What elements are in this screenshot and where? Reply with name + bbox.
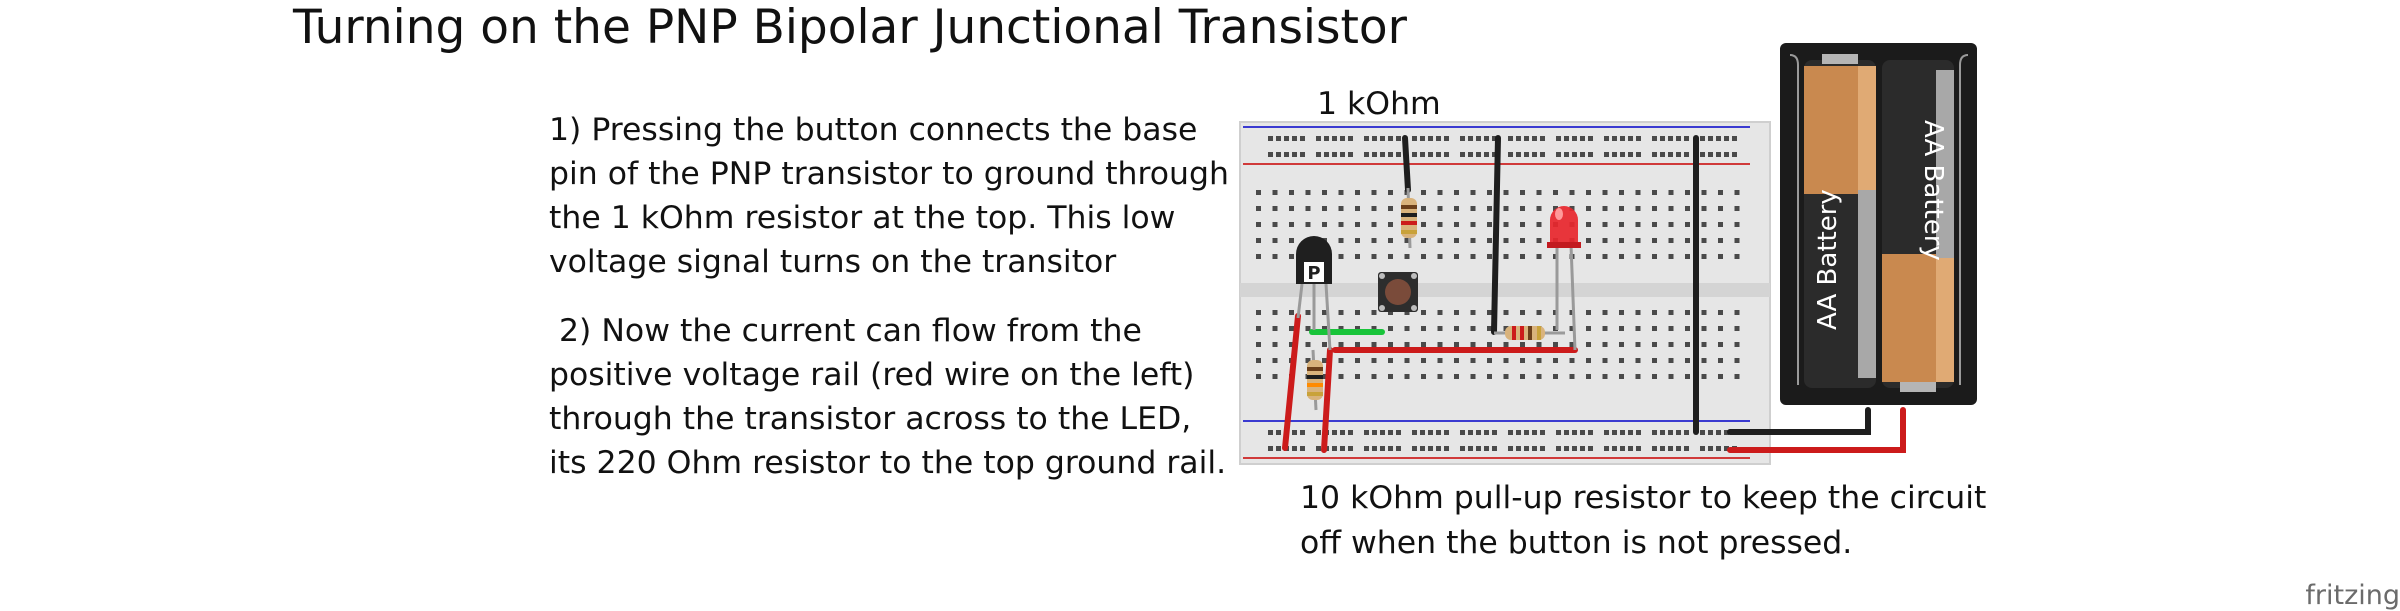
step-1-line: 1) Pressing the button connects the base	[549, 112, 1198, 148]
battery-holder: AA Battery AA Battery	[1780, 43, 1977, 405]
fritzing-watermark: fritzing	[2305, 580, 2400, 611]
step-2-text: 2) Now the current can flow from the pos…	[549, 309, 1226, 485]
pnp-transistor: P	[1296, 236, 1332, 351]
resistor-1k-lead-wire	[1402, 135, 1411, 193]
pullup-note-line: off when the button is not pressed.	[1300, 525, 1853, 561]
step-1-text: 1) Pressing the button connects the base…	[549, 108, 1229, 284]
resistor-10k-pullup	[1307, 349, 1323, 411]
wires	[1282, 135, 1906, 453]
battery-negative-wire	[1727, 407, 1871, 435]
push-button	[1378, 272, 1418, 312]
breadboard	[1239, 121, 1771, 465]
battery-label-left: AA Battery	[1813, 189, 1843, 330]
resistor-1k	[1401, 187, 1417, 249]
step-2-line: its 220 Ohm resistor to the top ground r…	[549, 445, 1227, 481]
step-2-line: 2) Now the current can flow from the	[549, 313, 1142, 349]
black-wire-ground-led	[1491, 135, 1501, 335]
pullup-note: 10 kOhm pull-up resistor to keep the cir…	[1300, 476, 1986, 566]
red-wire-positive-rail	[1282, 313, 1301, 451]
aa-battery-right: AA Battery	[1882, 60, 1954, 392]
red-wire-transistor	[1321, 347, 1333, 453]
step-1-line: voltage signal turns on the transitor	[549, 244, 1117, 280]
battery-positive-wire	[1727, 407, 1906, 453]
battery-label-right: AA Battery	[1918, 120, 1948, 261]
diagram-title: Turning on the PNP Bipolar Junctional Tr…	[293, 0, 1407, 55]
red-led	[1547, 206, 1581, 351]
step-2-line: through the transistor across to the LED…	[549, 401, 1192, 437]
step-1-line: pin of the PNP transistor to ground thro…	[549, 156, 1229, 192]
transistor-marking: P	[1307, 263, 1320, 284]
step-2-line: positive voltage rail (red wire on the l…	[549, 357, 1195, 393]
aa-battery-left: AA Battery	[1804, 54, 1876, 388]
pullup-note-line: 10 kOhm pull-up resistor to keep the cir…	[1300, 480, 1987, 516]
step-1-line: the 1 kOhm resistor at the top. This low	[549, 200, 1176, 236]
resistor-1k-label: 1 kOhm	[1317, 86, 1441, 122]
resistor-220	[1494, 326, 1565, 340]
